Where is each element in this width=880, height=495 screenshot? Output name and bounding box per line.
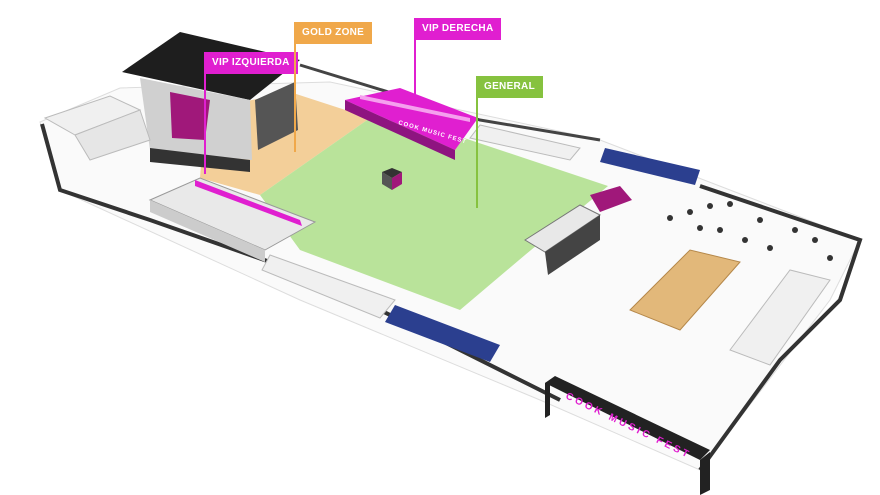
perimeter-fence-top <box>299 63 601 142</box>
vip-izquierda-label: VIP IZQUIERDA <box>204 52 298 74</box>
entrance-arch <box>545 376 710 495</box>
perimeter-fence-right <box>698 184 863 472</box>
vip-izquierda-pole <box>204 52 206 174</box>
seating-area <box>667 201 833 261</box>
general-pole <box>476 76 478 208</box>
right-tents <box>729 269 831 366</box>
vip-derecha-platform <box>345 88 478 160</box>
left-tents <box>43 95 151 161</box>
vip-derecha-pole <box>414 18 416 106</box>
top-right-tents <box>469 124 700 185</box>
gold-zone-label: GOLD ZONE <box>294 22 373 44</box>
gold-zone-pole <box>294 22 296 152</box>
general-zone-area <box>260 118 608 310</box>
center-sound-tower <box>382 168 402 190</box>
bar-structure <box>524 186 632 275</box>
main-stage <box>122 32 300 172</box>
vip-derecha-label: VIP DERECHA <box>414 18 502 40</box>
bottom-tents <box>261 254 500 362</box>
vip-izquierda-platform <box>148 177 317 262</box>
food-court-tables <box>629 249 741 331</box>
general-label: GENERAL <box>476 76 543 98</box>
